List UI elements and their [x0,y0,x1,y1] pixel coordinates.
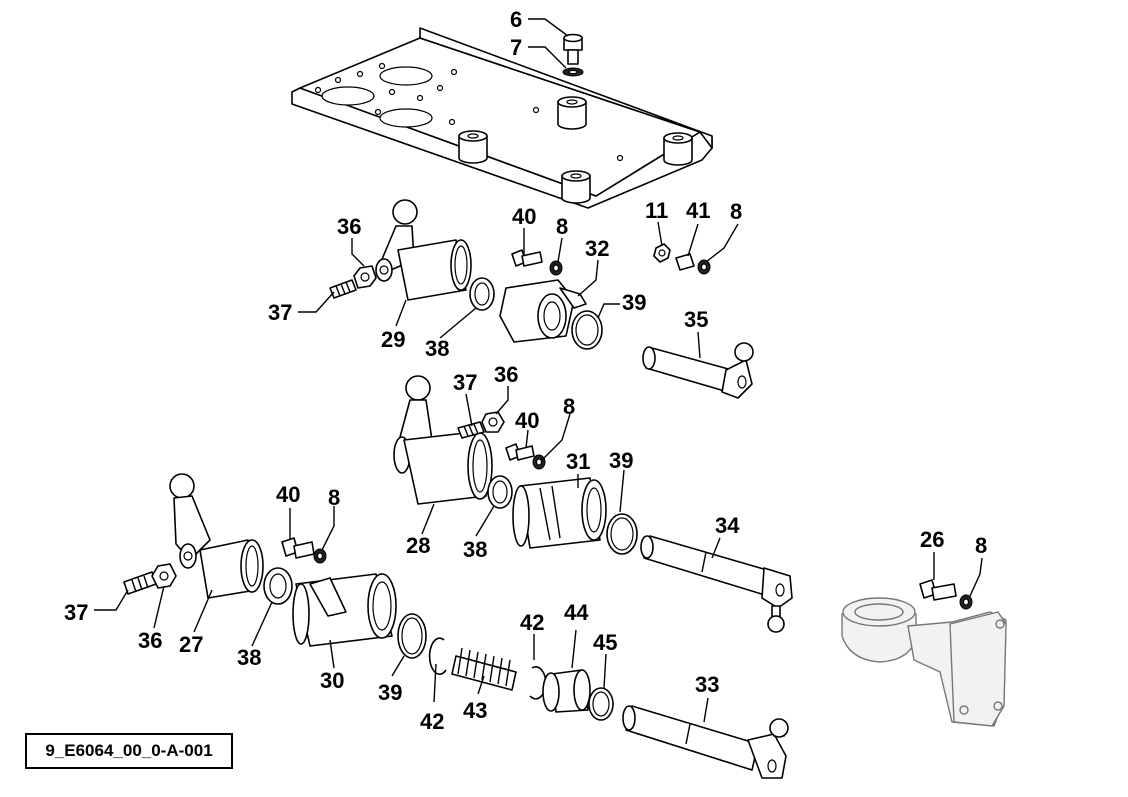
o-ring-39-middle [606,513,638,555]
callout-27: 27 [179,632,203,657]
nut-36-middle [481,411,505,433]
plate-spacer [458,130,488,164]
bushing-44 [542,669,591,713]
bolt-40-middle [505,443,535,461]
washer-8-right [697,259,711,275]
callout-40: 40 [276,482,300,507]
stud-37-upper [329,279,357,299]
callout-39: 39 [378,680,402,705]
callout-45: 45 [593,630,617,655]
o-ring-39-upper [571,310,603,350]
arm-28 [393,375,493,505]
arm-29 [375,199,472,301]
callout-28: 28 [406,533,430,558]
bolt-26 [919,579,957,601]
callout-44: 44 [564,600,589,625]
callout-8: 8 [556,214,568,239]
callout-37: 37 [268,300,292,325]
washer-8-upper [549,260,563,276]
callout-36: 36 [494,362,518,387]
callout-40: 40 [515,408,539,433]
plate-spacer [663,132,693,166]
ring-38-upper [469,277,495,311]
bolt-40-lower [281,537,315,559]
arm-27 [169,473,264,599]
washer-8-bracket [959,594,973,610]
leader-lines [94,18,983,723]
callout-6: 6 [510,7,522,32]
nut-11 [653,243,671,263]
mounting-plate [291,27,713,209]
callout-8: 8 [328,485,340,510]
callout-41: 41 [686,198,710,223]
callout-26: 26 [920,527,944,552]
shaft-35 [642,342,754,399]
stud-37-lower [123,571,157,595]
circlip-42-left [428,637,447,675]
stud-37-middle [457,421,485,439]
nut-36-lower [151,563,177,589]
callout-43: 43 [463,698,487,723]
callout-34: 34 [715,513,740,538]
callout-29: 29 [381,327,405,352]
callout-37: 37 [64,600,88,625]
callout-42: 42 [420,709,444,734]
nut-36-upper [353,265,377,289]
callout-38: 38 [463,537,487,562]
washer-8-lower [313,548,327,564]
ring-38-lower [263,567,293,605]
callout-35: 35 [684,307,708,332]
callout-42: 42 [520,610,544,635]
callout-39: 39 [609,448,633,473]
plate-spacer [557,96,587,130]
callout-38: 38 [237,645,261,670]
callout-8: 8 [730,199,742,224]
callout-8: 8 [975,533,987,558]
diagram-reference-code: 9_E6064_00_0-A-001 [25,733,233,769]
washer-8-middle [532,454,546,470]
spring-43 [451,647,517,691]
washer-7 [562,67,584,77]
shaft-34 [640,535,793,633]
callout-7: 7 [510,35,522,60]
pin-41 [675,253,695,271]
plate-spacer [561,170,591,204]
callout-11: 11 [645,198,668,223]
bolt-40-upper [511,249,543,267]
o-ring-39-lower [397,613,427,659]
callout-36: 36 [337,214,361,239]
callout-39: 39 [622,290,646,315]
bolt-6 [563,33,583,65]
callout-33: 33 [695,672,719,697]
callout-labels: 6 7 36 37 29 38 40 8 32 39 11 41 8 35 37… [64,7,987,734]
housing-32 [499,279,587,343]
ring-38-middle [487,475,513,509]
callout-32: 32 [585,236,609,261]
callout-30: 30 [320,668,344,693]
ring-45 [588,687,614,721]
callout-36: 36 [138,628,162,653]
callout-37: 37 [453,370,477,395]
callout-31: 31 [566,449,590,474]
housing-31 [512,477,607,549]
callout-40: 40 [512,204,536,229]
shaft-33 [622,705,789,779]
housing-30 [292,573,397,647]
callout-8: 8 [563,394,575,419]
callout-38: 38 [425,336,449,361]
bracket-assembly [841,597,1007,727]
